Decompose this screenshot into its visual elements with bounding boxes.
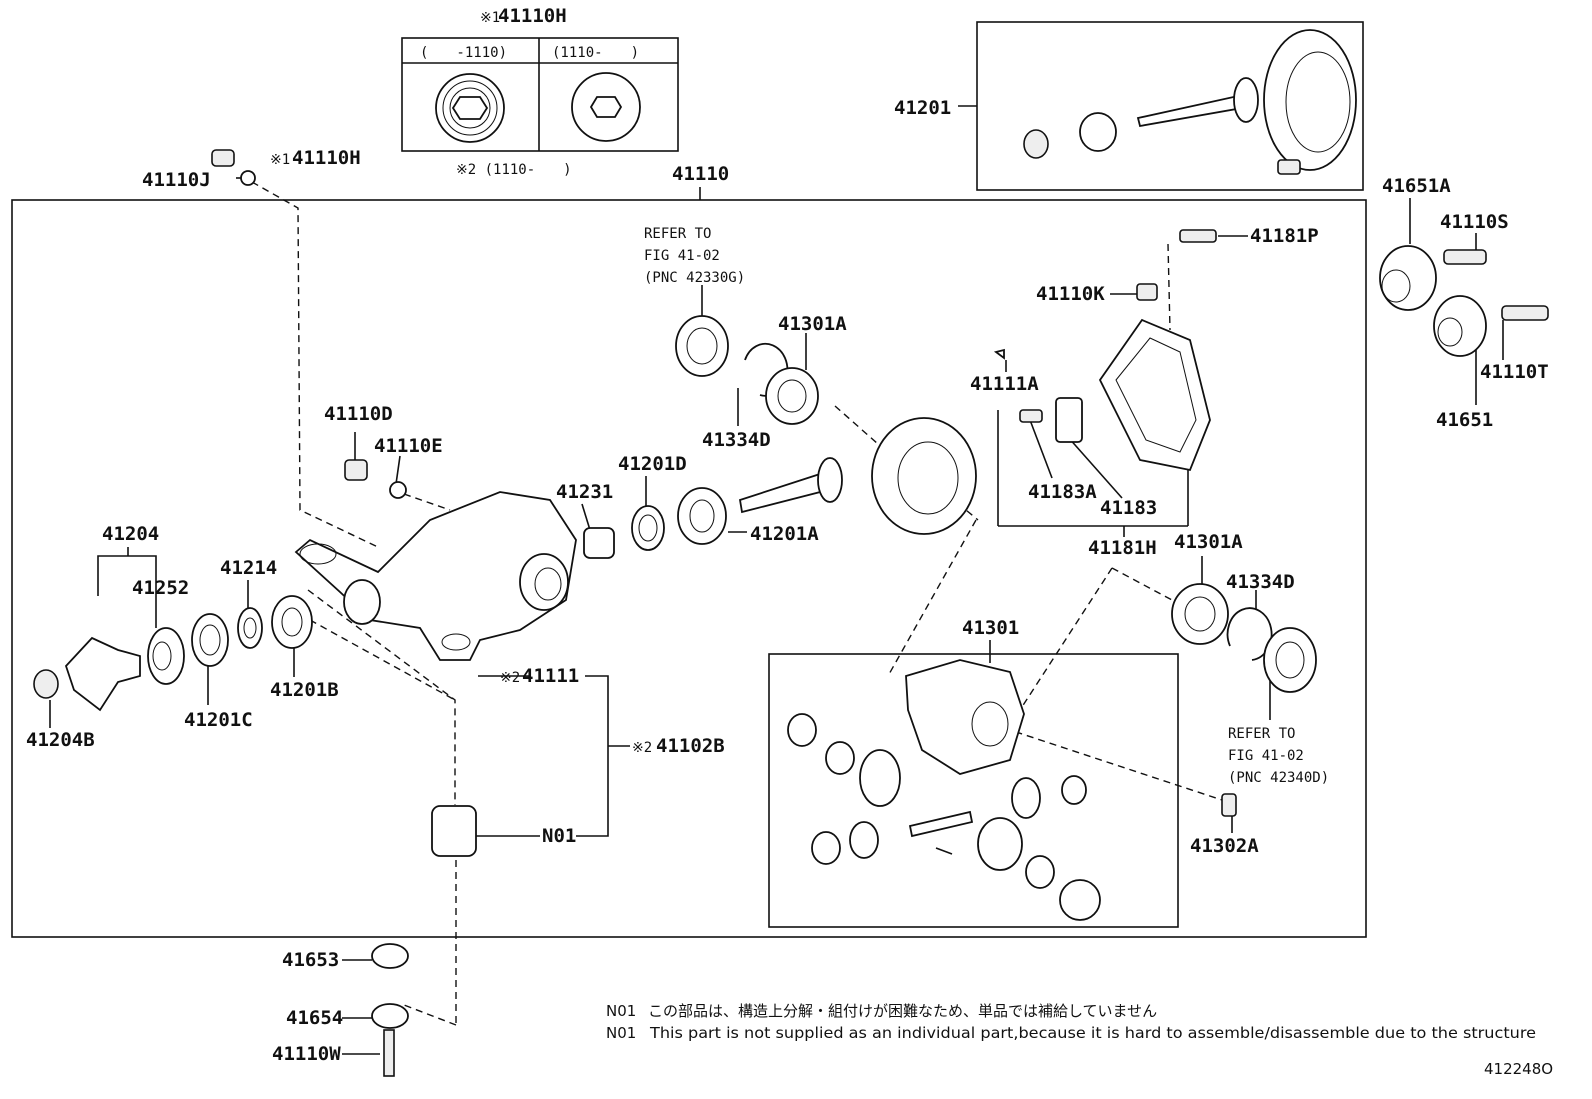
label-41334D-right: 41334D [1226, 571, 1295, 593]
footnotes: N01 この部品は、構造上分解・組付けが困難なため、単品では補給していません N… [606, 1002, 1553, 1078]
label-41102B-mark: ※2 [632, 740, 652, 756]
label-inset-note: ※2 (1110- ) [456, 162, 572, 178]
label-41110S: 41110S [1440, 211, 1509, 233]
label-41111-mark: ※2 [500, 670, 520, 686]
drain-plug-part [211, 149, 256, 186]
ring-gear-part [871, 417, 977, 535]
label-41301A-top: 41301A [778, 313, 847, 335]
side-cover-parts [1379, 245, 1549, 357]
label-41111A: 41111A [970, 373, 1039, 395]
label-41201: 41201 [894, 97, 951, 119]
differential-case-parts [787, 659, 1101, 921]
label-41301: 41301 [962, 617, 1019, 639]
leader-lines [49, 105, 1504, 1055]
note-jp-text: この部品は、構造上分解・組付けが困難なため、単品では補給していません [648, 1002, 1157, 1020]
label-41181H: 41181H [1088, 537, 1157, 559]
label-41201D: 41201D [618, 453, 687, 475]
label-refer-top-2: FIG 41-02 [644, 248, 720, 264]
label-refer-bot-2: FIG 41-02 [1228, 748, 1304, 764]
label-41110W: 41110W [272, 1043, 341, 1065]
label-41110H-side: 41110H [292, 147, 361, 169]
label-refer-bot-1: REFER TO [1228, 726, 1295, 742]
label-41110H-top: 41110H [498, 5, 567, 27]
companion-flange-parts [33, 595, 313, 712]
lower-bearing-parts [1171, 583, 1317, 817]
label-refer-top-3: (PNC 42330G) [644, 270, 745, 286]
label-N01: N01 [542, 825, 576, 847]
label-41334D-top: 41334D [702, 429, 771, 451]
label-41651: 41651 [1436, 409, 1493, 431]
note-en-text: This part is not supplied as an individu… [649, 1024, 1536, 1042]
upper-bearing-parts [675, 315, 819, 425]
differential-case-inset-frame [768, 653, 1179, 928]
label-41111: 41111 [522, 665, 579, 687]
label-inset-range-right: (1110- ) [552, 45, 639, 61]
label-41654: 41654 [286, 1007, 343, 1029]
label-41231: 41231 [556, 481, 613, 503]
ring-pinion-inset-parts [1023, 29, 1357, 175]
carrier-cover-part [993, 229, 1217, 472]
label-41110: 41110 [672, 163, 729, 185]
label-41302A: 41302A [1190, 835, 1259, 857]
label-41110E: 41110E [374, 435, 443, 457]
label-41214: 41214 [220, 557, 277, 579]
mount-parts [371, 805, 477, 1077]
label-41110J: 41110J [142, 169, 211, 191]
label-41110H-top-mark: ※1 [480, 10, 500, 26]
label-41110D: 41110D [324, 403, 393, 425]
part-labels: ※1 41110H ( -1110) (1110- ) ※2 (1110- ) … [26, 5, 1549, 1065]
note-en-code: N01 [606, 1024, 636, 1042]
label-41110T: 41110T [1480, 361, 1549, 383]
label-inset-range-left: ( -1110) [420, 45, 507, 61]
label-refer-bot-3: (PNC 42340D) [1228, 770, 1329, 786]
dashed-lines [251, 181, 1223, 1026]
label-41183: 41183 [1100, 497, 1157, 519]
label-41201B: 41201B [270, 679, 339, 701]
label-41204: 41204 [102, 523, 159, 545]
differential-carrier-housing [294, 459, 577, 661]
label-41653: 41653 [282, 949, 339, 971]
label-41204B: 41204B [26, 729, 95, 751]
pinion-parts [583, 457, 843, 559]
label-41181P: 41181P [1250, 225, 1319, 247]
label-41102B: 41102B [656, 735, 725, 757]
label-41301A-right: 41301A [1174, 531, 1243, 553]
plug-variant-inset [401, 37, 679, 152]
main-assembly-frame [11, 199, 1367, 938]
label-41110K: 41110K [1036, 283, 1105, 305]
label-41252: 41252 [132, 577, 189, 599]
label-41201A: 41201A [750, 523, 819, 545]
label-41183A: 41183A [1028, 481, 1097, 503]
label-41201C: 41201C [184, 709, 253, 731]
label-41651A: 41651A [1382, 175, 1451, 197]
figure-code: 412248O [1484, 1060, 1553, 1078]
note-jp-code: N01 [606, 1002, 636, 1020]
label-refer-top-1: REFER TO [644, 226, 711, 242]
label-41110H-side-mark: ※1 [270, 152, 290, 168]
